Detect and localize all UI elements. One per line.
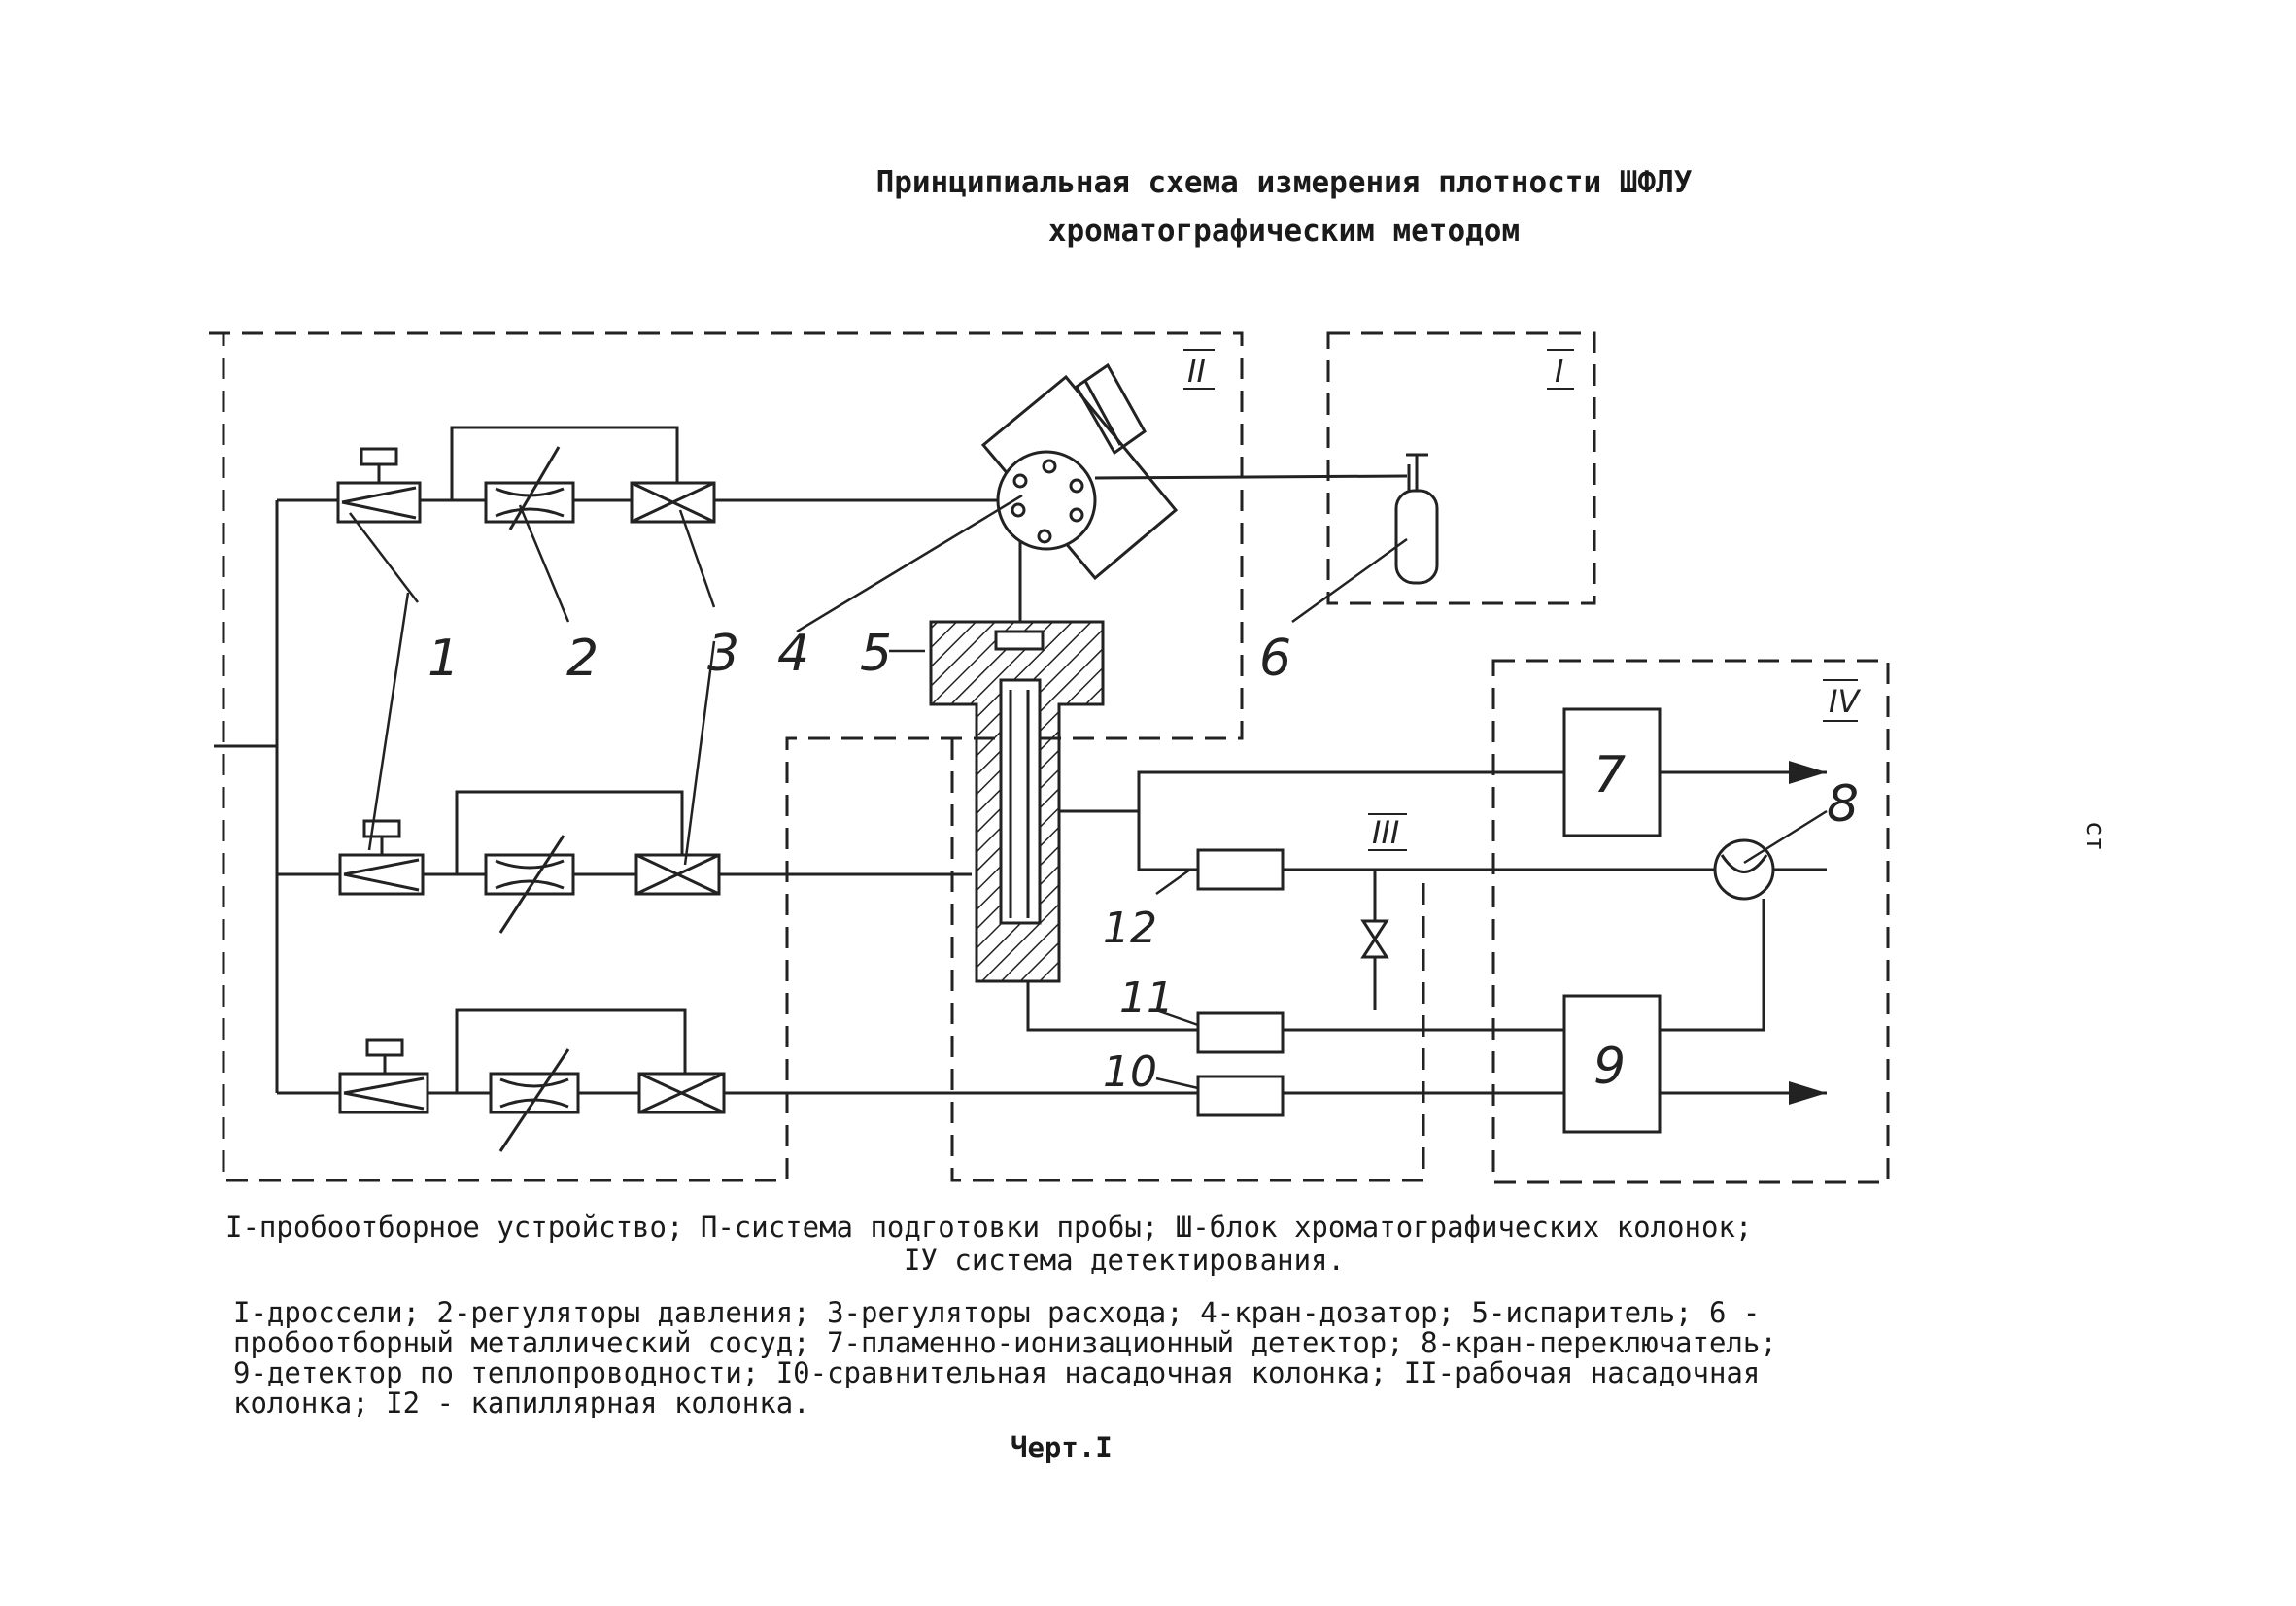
legend-components-line1: I-дроссели; 2-регуляторы давления; 3-рег… (233, 1296, 1761, 1329)
flow-regulator-row1 (630, 481, 716, 524)
flow-regulator-row2 (634, 853, 721, 896)
legend-blocks-line1: I-пробоотборное устройство; П-система по… (225, 1211, 1753, 1244)
block-III-label: III (1372, 814, 1399, 851)
flow-regulator-row3 (637, 1072, 726, 1114)
callout-1: 1 (428, 630, 460, 688)
throttle-row3 (338, 1038, 429, 1114)
callout-7: 7 (1593, 746, 1626, 804)
block-IV-border (1491, 659, 1890, 1184)
evaporator (929, 620, 1105, 983)
callout-9: 9 (1593, 1038, 1626, 1096)
pressure-regulator-row2 (484, 835, 575, 934)
legend-components-line4: колонка; I2 - капиллярная колонка. (233, 1386, 810, 1419)
callout-11: 11 (1119, 974, 1174, 1023)
block-III-border (950, 738, 1425, 1182)
callout-8: 8 (1827, 775, 1859, 834)
throttle-row2 (338, 819, 425, 896)
working-column-11 (1196, 1011, 1285, 1054)
margin-mark: ст (2080, 820, 2110, 852)
reference-column-10 (1196, 1075, 1285, 1117)
callout-2: 2 (566, 630, 599, 688)
callout-12: 12 (1103, 904, 1157, 953)
sample-vessel (1394, 453, 1439, 585)
pressure-regulator-row3 (489, 1048, 580, 1152)
capillary-column-12 (1196, 848, 1285, 891)
pressure-regulator-row1 (484, 446, 575, 530)
callout-4: 4 (777, 625, 809, 683)
dosing-valve (980, 362, 1411, 622)
block-II-border (209, 331, 1244, 1182)
legend-components: I-дроссели; 2-регуляторы давления; 3-рег… (233, 1298, 1777, 1418)
throttle-row1 (336, 447, 422, 524)
block-I-label: I (1555, 353, 1563, 390)
legend-components-line2: пробоотборный металлический сосуд; 7-пла… (233, 1326, 1777, 1359)
flame-ionization-detector (1562, 707, 1662, 837)
block-II-label: II (1187, 353, 1206, 390)
callout-6: 6 (1259, 630, 1291, 688)
diagram-title-line1: Принципиальная схема измерения плотности… (875, 165, 1693, 200)
diagram-title-line2: хроматографическим методом (1047, 214, 1521, 249)
callout-5: 5 (860, 625, 892, 683)
thermal-conductivity-detector (1562, 994, 1662, 1134)
legend-blocks-line2: IУ система детектирования. (904, 1244, 1345, 1277)
block-IV-label: IV (1829, 683, 1861, 720)
callout-3: 3 (707, 625, 739, 683)
block-I-border (1326, 331, 1596, 605)
legend-components-line3: 9-детектор по теплопроводности; I0-сравн… (233, 1356, 1761, 1389)
figure-caption: Черт.I (1011, 1431, 1113, 1464)
callout-10: 10 (1103, 1047, 1157, 1097)
